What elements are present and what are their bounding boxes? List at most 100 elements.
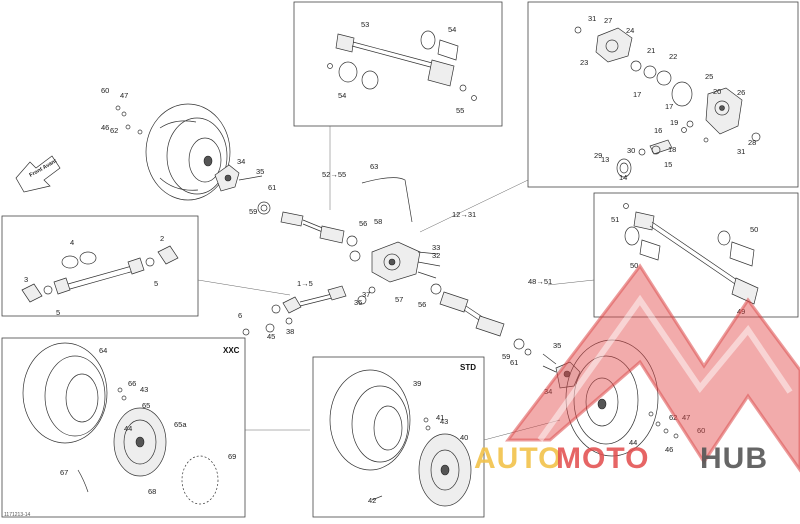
part-callout: 34 [544,387,552,396]
part-callout: 67 [60,468,68,477]
wheel-nuts-front-left [115,105,143,135]
part-callout: 36 [354,298,362,307]
part-callout: 44 [629,438,637,447]
part-callout: 47 [120,91,128,100]
part-callout: 18 [668,145,676,154]
xxc-box-label: XXC [223,346,240,355]
part-callout: 26 [737,88,745,97]
propeller-shaft-main [242,285,347,336]
inset-front-shaft-parts [327,30,477,101]
part-callout: 17 [633,90,641,99]
inset-xxc-wheel-parts [22,342,219,505]
part-callout: 63 [370,162,378,171]
part-callout: 47 [682,413,690,422]
part-callout: 38 [286,327,294,336]
part-callout: 60 [101,86,109,95]
part-callout: 56 [418,300,426,309]
part-callout: 35 [256,167,264,176]
watermark-part3: HUB [700,442,768,475]
part-callout: 31 [737,147,745,156]
part-callout: 58 [374,217,382,226]
part-callout: 46 [665,445,673,454]
inset-connectors [197,126,595,441]
part-callout: 30 [627,146,635,155]
watermark-part1: AUTO [474,442,562,475]
part-callout: 54 [448,25,456,34]
part-callout: 34 [237,157,245,166]
front-differential [357,241,441,305]
part-callout: 19 [670,118,678,127]
part-callout: 43 [140,385,148,394]
part-callout: 5 [154,279,158,288]
part-callout: 40 [460,433,468,442]
part-callout: 4 [70,238,74,247]
part-callout: 2 [160,234,164,243]
inset-differential-box [527,1,799,188]
front-left-wheel [145,103,231,201]
part-callout: 33 [432,243,440,252]
part-callout: 5 [56,308,60,317]
part-callout: 1→5 [297,279,313,288]
part-callout: 60 [697,426,705,435]
part-callout: 12→31 [452,210,476,219]
part-callout: 21 [647,46,655,55]
part-callout: 3 [24,275,28,284]
part-callout: 44 [124,424,132,433]
part-callout: 61 [268,183,276,192]
part-callout: 57 [395,295,403,304]
inset-rear-shaft-parts [623,203,759,305]
front-right-wheel [565,339,659,457]
watermark-text: AUTO MOTO HUB [474,442,768,475]
part-callout: 24 [626,26,634,35]
part-callout: 14 [619,173,627,182]
part-callout: 62 [110,126,118,135]
part-callout: 50 [750,225,758,234]
vent-tube [361,177,413,223]
part-callout: 52→55 [322,170,346,179]
part-callout: 13 [601,155,609,164]
part-callout: 39 [413,379,421,388]
inset-propeller-shaft-parts [21,245,179,303]
part-callout: 20 [713,87,721,96]
part-callout: 6 [238,311,242,320]
part-callout: 25 [705,72,713,81]
part-callout: 65a [174,420,187,429]
part-callout: 62 [669,413,677,422]
reference-code: 1171213-14 [4,512,31,518]
part-callout: 43 [440,417,448,426]
front-left-hub [214,164,271,215]
part-callout: 53 [361,20,369,29]
part-callout: 65 [142,401,150,410]
part-callout: 41 [436,413,444,422]
part-callout: 42 [368,496,376,505]
part-callout: 56 [359,219,367,228]
part-callout: 35 [553,341,561,350]
direction-badge-text: Front Avant [29,158,59,179]
part-callout: 15 [664,160,672,169]
part-callout: 55 [456,106,464,115]
part-callout: 69 [228,452,236,461]
inset-std-wheel-parts [329,369,472,507]
inset-front-shaft-box [293,1,503,127]
inset-differential-parts [574,26,761,178]
wheel-nuts-front-right [648,411,679,439]
part-callout: 29 [594,151,602,160]
part-callout: 17 [665,102,673,111]
std-box-label: STD [460,363,476,372]
rear-drive-shaft [430,283,532,356]
part-callout: 23 [580,58,588,67]
part-callout: 50 [630,261,638,270]
part-callout: 46 [101,123,109,132]
direction-badge: Front Avant [15,155,61,193]
part-callout: 61 [510,358,518,367]
part-callout: 51 [611,215,619,224]
part-callout: 37 [362,290,370,299]
part-callout: 64 [99,346,107,355]
inset-rear-shaft-box [593,192,799,318]
part-callout: 16 [654,126,662,135]
part-callout: 45 [267,332,275,341]
part-callout: 22 [669,52,677,61]
part-callout: 32 [432,251,440,260]
watermark-part2: MOTO [556,442,649,475]
